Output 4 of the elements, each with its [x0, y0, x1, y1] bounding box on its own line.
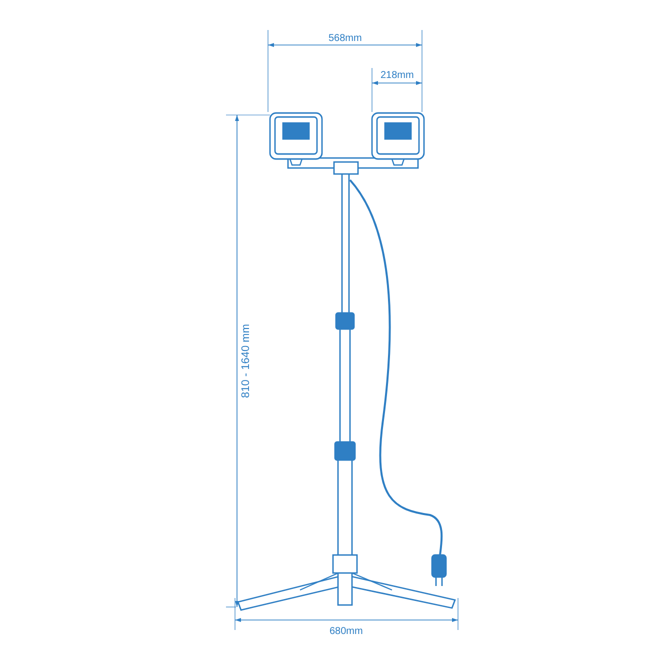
- dimension-label: 810 - 1640 mm: [240, 324, 252, 398]
- dimension-label: 218mm: [380, 70, 414, 82]
- dimension-label: 680mm: [330, 626, 363, 638]
- dimension-label: 568mm: [328, 33, 362, 45]
